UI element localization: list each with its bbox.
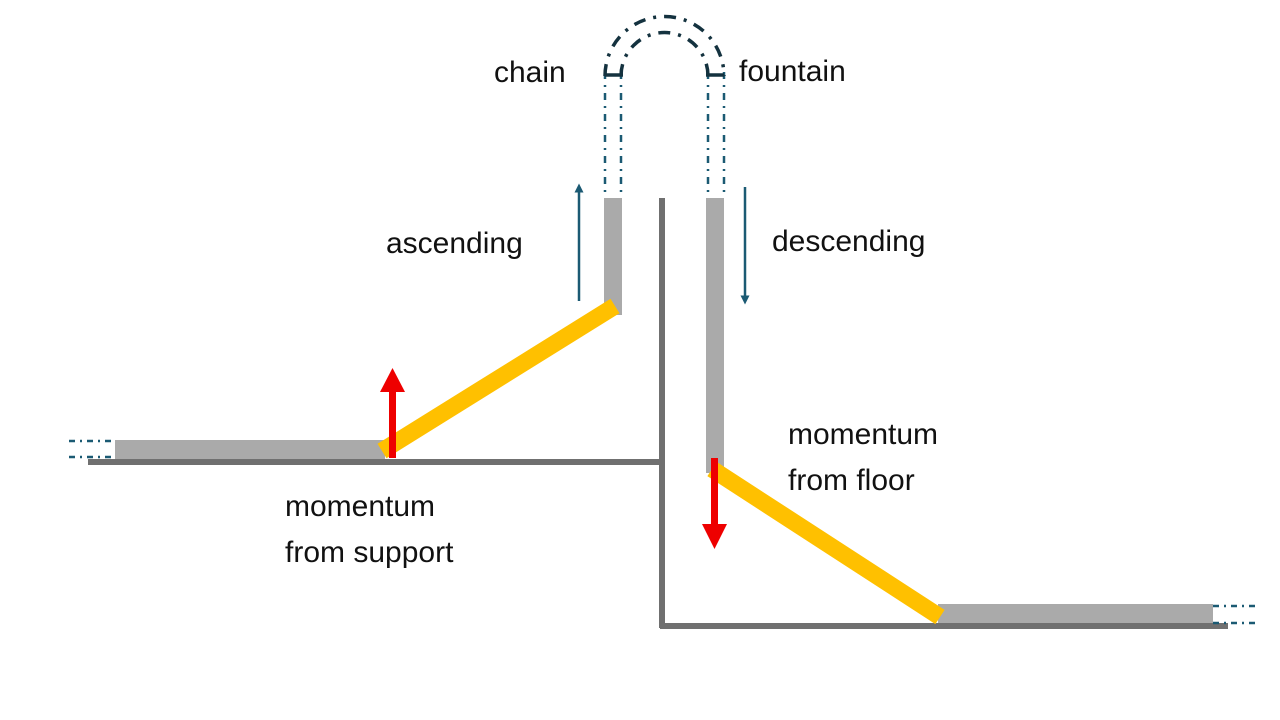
descending-chain-segment	[706, 198, 724, 473]
momentum-support-label-line1: momentum	[285, 490, 436, 523]
fountain-label: fountain	[739, 55, 846, 88]
chain-ascent-dashed	[603, 72, 623, 198]
lifting-chain-segment	[377, 298, 620, 459]
ascending-label: ascending	[386, 227, 523, 260]
resting-chain-floor	[938, 604, 1213, 623]
landing-chain-segment	[707, 461, 945, 625]
momentum-support-label-line2: from support	[285, 536, 454, 569]
red-arrow-down-icon	[702, 458, 727, 549]
ascending-chain-segment	[604, 198, 622, 315]
chain-descent-dashed	[706, 72, 726, 198]
momentum-floor-label-line1: momentum	[788, 418, 939, 451]
descending-label: descending	[772, 225, 926, 258]
right-chain-continuation	[1213, 604, 1258, 625]
resting-chain-support	[115, 440, 385, 459]
momentum-floor-label-line2: from floor	[788, 464, 915, 497]
fountain-arc	[603, 14, 726, 77]
red-arrow-up-icon	[380, 368, 405, 458]
chain-label: chain	[494, 56, 566, 89]
left-chain-continuation	[69, 439, 115, 459]
